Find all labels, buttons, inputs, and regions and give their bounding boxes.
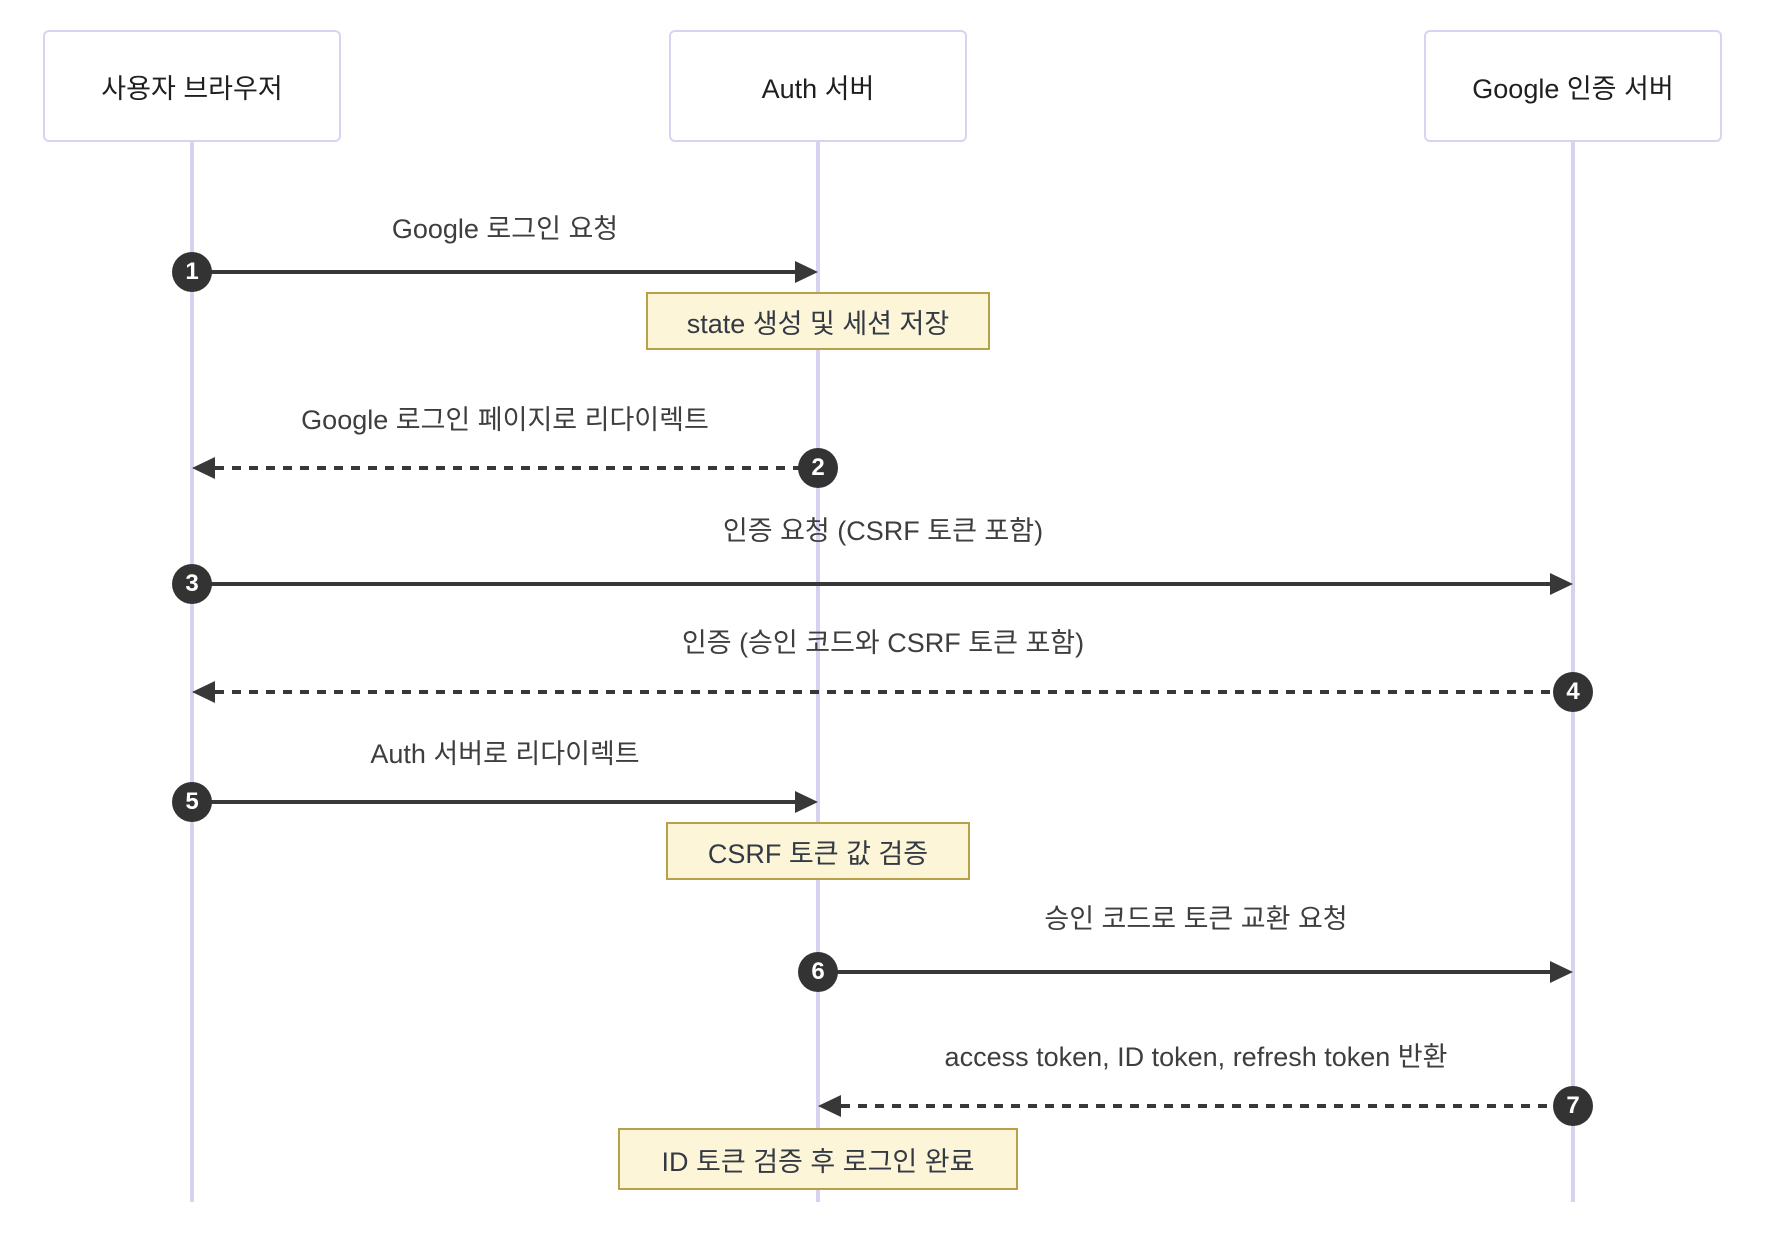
sequence-badge-2: 2 — [798, 448, 838, 488]
message-5-line — [192, 800, 795, 804]
message-1-label: Google 로그인 요청 — [391, 214, 619, 244]
sequence-badge-6: 6 — [798, 952, 838, 992]
actor-box-auth-server: Auth 서버 — [669, 30, 967, 142]
actor-label-auth-server: Auth 서버 — [761, 73, 875, 104]
message-3-line — [192, 582, 1550, 586]
note-csrf-validate: CSRF 토큰 값 검증 — [666, 822, 970, 880]
arrowhead-left-icon — [192, 681, 215, 703]
message-6-label: 승인 코드로 토큰 교환 요청 — [1044, 904, 1348, 934]
sequence-badge-4: 4 — [1553, 672, 1593, 712]
note-state-session: state 생성 및 세션 저장 — [646, 292, 990, 350]
sequence-badge-1: 1 — [172, 252, 212, 292]
actor-box-google-auth-server: Google 인증 서버 — [1424, 30, 1722, 142]
message-2-line — [215, 466, 818, 470]
arrowhead-left-icon — [192, 457, 215, 479]
message-7-label: access token, ID token, refresh token 반환 — [944, 1042, 1448, 1072]
note-state-session-label: state 생성 및 세션 저장 — [686, 308, 950, 339]
message-5-label: Auth 서버로 리다이렉트 — [370, 739, 640, 769]
message-4-label: 인증 (승인 코드와 CSRF 토큰 포함) — [681, 628, 1085, 658]
message-2-label: Google 로그인 페이지로 리다이렉트 — [301, 405, 709, 435]
arrowhead-right-icon — [795, 261, 818, 283]
note-id-token-login-complete-label: ID 토큰 검증 후 로그인 완료 — [661, 1146, 975, 1177]
sequence-badge-5: 5 — [172, 782, 212, 822]
message-4-line — [215, 690, 1573, 694]
note-id-token-login-complete: ID 토큰 검증 후 로그인 완료 — [618, 1128, 1018, 1190]
actor-box-browser: 사용자 브라우저 — [43, 30, 341, 142]
note-csrf-validate-label: CSRF 토큰 값 검증 — [707, 838, 929, 869]
arrowhead-right-icon — [795, 791, 818, 813]
sequence-badge-7: 7 — [1553, 1086, 1593, 1126]
arrowhead-right-icon — [1550, 961, 1573, 983]
message-6-line — [818, 970, 1550, 974]
lifeline-browser — [190, 142, 194, 1202]
actor-label-google-auth-server: Google 인증 서버 — [1472, 73, 1674, 104]
message-3-label: 인증 요청 (CSRF 토큰 포함) — [722, 516, 1044, 546]
message-7-line — [841, 1104, 1550, 1108]
arrowhead-right-icon — [1550, 573, 1573, 595]
lifeline-auth-server — [816, 142, 820, 1202]
sequence-badge-3: 3 — [172, 564, 212, 604]
actor-label-browser: 사용자 브라우저 — [101, 73, 283, 104]
arrowhead-left-icon — [818, 1095, 841, 1117]
message-1-line — [192, 270, 795, 274]
